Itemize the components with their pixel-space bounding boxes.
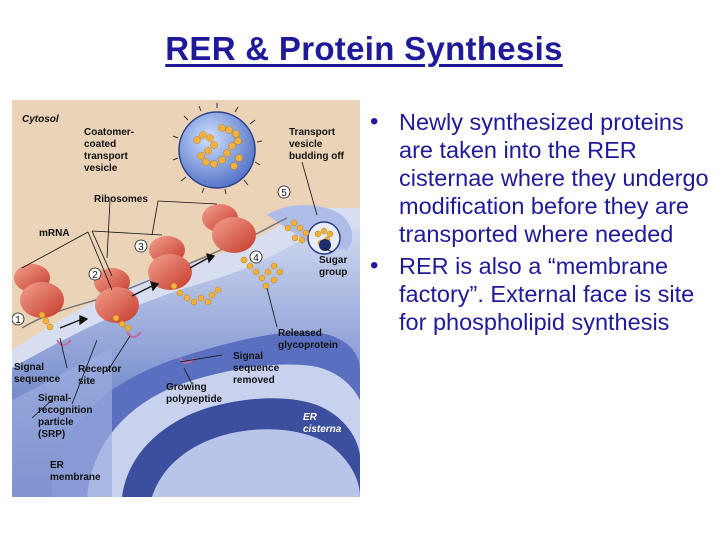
coatomer-vesicle — [172, 103, 263, 195]
label-coatomer-line2: coated — [84, 139, 116, 150]
label-released-line1: Released — [278, 328, 322, 339]
process-arrows — [59, 253, 216, 329]
leader-lines — [21, 161, 333, 419]
rer-diagram-graphic: 1 2 3 4 5 Cytosol Coatomer- coated trans… — [12, 103, 360, 497]
label-sugar-line2: group — [319, 267, 347, 278]
label-released-line2: glycoprotein — [278, 340, 338, 351]
bullet-text: Newly synthesized proteins are taken int… — [399, 109, 709, 247]
label-mrna: mRNA — [39, 228, 70, 239]
step-4-number: 4 — [253, 253, 259, 264]
bullet-item: • RER is also a “membrane factory”. Exte… — [368, 252, 718, 336]
step-5-number: 5 — [281, 188, 287, 199]
label-srp-line1: Signal- — [38, 393, 71, 404]
receptor-sites — [56, 331, 195, 364]
label-ribosomes: Ribosomes — [94, 194, 148, 205]
label-transport-line2: vesicle — [289, 139, 323, 150]
polypeptide-chains — [38, 219, 310, 332]
ribosome-3 — [148, 236, 192, 290]
label-er-membrane-line1: ER — [50, 460, 65, 471]
ribosomes — [14, 204, 256, 323]
label-transport-line1: Transport — [289, 127, 336, 138]
label-coatomer-line3: transport — [84, 151, 129, 162]
label-srp-line3: particle — [38, 417, 74, 428]
label-coatomer-line1: Coatomer- — [84, 127, 134, 138]
label-receptor-line2: site — [78, 376, 96, 387]
label-srp-line4: (SRP) — [38, 429, 65, 440]
label-sugar-line1: Sugar — [319, 255, 347, 266]
bullet-text: RER is also a “membrane factory”. Extern… — [399, 253, 695, 335]
ribosome-1 — [14, 264, 64, 318]
slide-title: RER & Protein Synthesis — [165, 30, 563, 67]
rer-diagram: 1 2 3 4 5 Cytosol Coatomer- coated trans… — [12, 100, 360, 497]
label-signal-removed-line1: Signal — [233, 351, 263, 362]
bullet-list: • Newly synthesized proteins are taken i… — [368, 108, 718, 340]
label-signal-removed-line3: removed — [233, 375, 275, 386]
budding-vesicle — [307, 221, 341, 255]
label-cytosol: Cytosol — [22, 114, 59, 125]
label-er-membrane-line2: membrane — [50, 472, 101, 483]
label-srp-line2: recognition — [38, 405, 92, 416]
step-3-number: 3 — [138, 242, 144, 253]
label-transport-line3: budding off — [289, 151, 345, 162]
bullet-glyph: • — [370, 252, 379, 279]
step-markers — [12, 185, 291, 326]
label-er-cisterna-line1: ER — [303, 412, 318, 423]
label-er-cisterna-line2: cisterna — [303, 424, 342, 435]
er-membrane-shape — [12, 204, 360, 497]
step-2-number: 2 — [92, 270, 98, 281]
label-growing-line2: polypeptide — [166, 394, 223, 405]
label-receptor-line1: Receptor — [78, 364, 121, 375]
label-signal-sequence-line2: sequence — [14, 374, 61, 385]
bullet-item: • Newly synthesized proteins are taken i… — [368, 108, 718, 248]
step-1-number: 1 — [15, 315, 21, 326]
bullet-glyph: • — [370, 108, 379, 135]
ribosome-2 — [94, 268, 139, 323]
label-growing-line1: Growing — [166, 382, 207, 393]
label-signal-removed-line2: sequence — [233, 363, 280, 374]
label-signal-sequence-line1: Signal — [14, 362, 44, 373]
ribosome-4 — [202, 204, 256, 253]
label-coatomer-line4: vesicle — [84, 163, 118, 174]
